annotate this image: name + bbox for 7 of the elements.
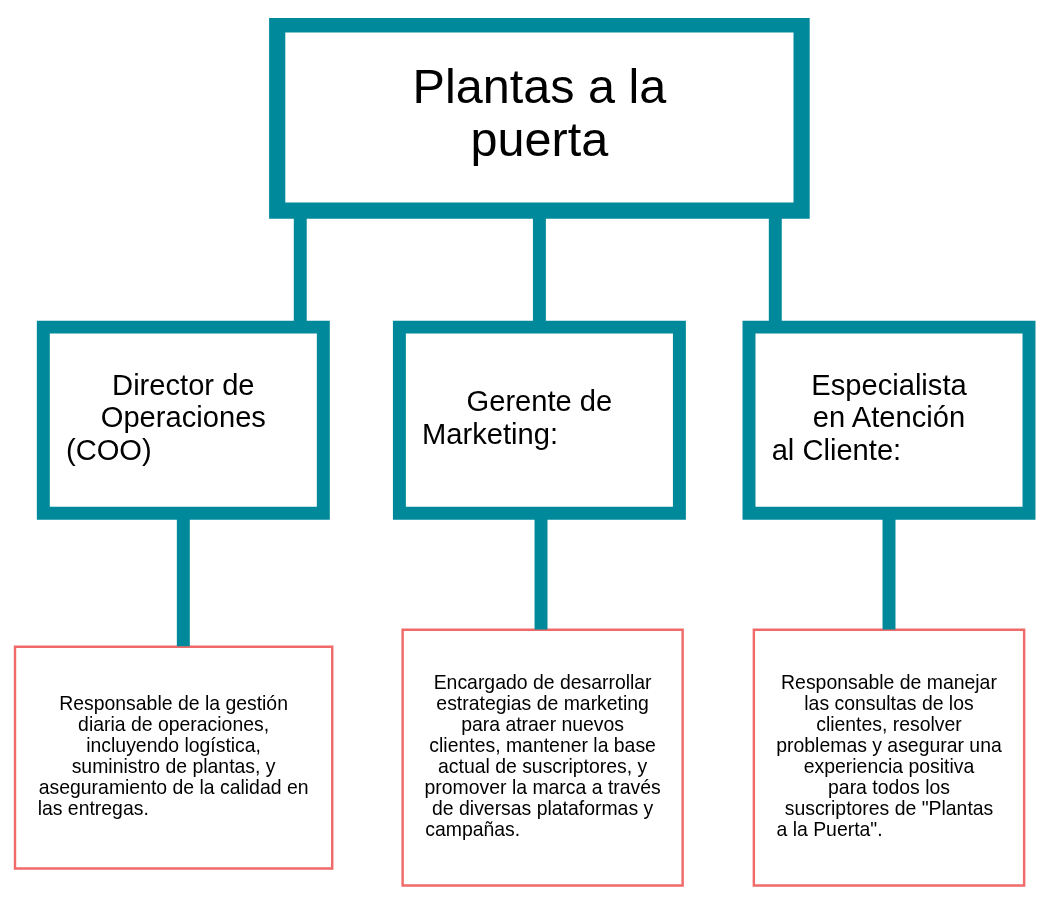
node-box: Especialista en Atención al Cliente: (742, 320, 1036, 520)
node-box: Encargado de desarrollar estrategias de marketing para atraer nuevos clientes, mantener la base actual de suscriptores, y promover la marca a través de diversas plataformas y campañas. (401, 628, 684, 887)
node-box: Responsable de la gestión diaria de operaciones, incluyendo logística, suministro de plantas, y aseguramiento de la calidad en las entregas. (13, 645, 334, 870)
node-box: Responsable de manejar las consultas de los clientes, resolver problemas y asegurar una experiencia positiva para todos los suscriptores de "Plantas a la Puerta". (752, 628, 1026, 887)
node-box: Gerente de Marketing: (392, 320, 686, 520)
node-box: Plantas a la puerta (269, 18, 810, 219)
node-box: Director de Operaciones (COO) (36, 320, 330, 520)
